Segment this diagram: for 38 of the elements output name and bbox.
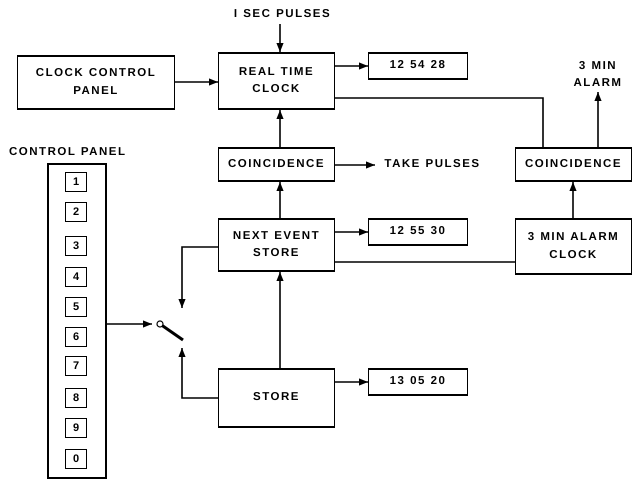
arrow bbox=[178, 348, 218, 399]
arrow bbox=[335, 161, 375, 169]
arrow bbox=[178, 246, 218, 308]
key-button: 9 bbox=[65, 418, 87, 438]
process-box: COINCIDENCE bbox=[515, 147, 632, 182]
key-button: 8 bbox=[65, 388, 87, 408]
arrow bbox=[335, 62, 368, 70]
key-button: 7 bbox=[65, 356, 87, 376]
signal-label: TAKE PULSES bbox=[384, 157, 481, 172]
key-button: 0 bbox=[65, 449, 87, 469]
arrow bbox=[276, 272, 284, 368]
process-box: 3 MIN ALARM CLOCK bbox=[515, 218, 632, 275]
process-box: STORE bbox=[218, 368, 335, 428]
process-box: NEXT EVENT STORE bbox=[218, 218, 335, 272]
panel-heading: CONTROL PANEL bbox=[9, 145, 126, 160]
arrow bbox=[276, 24, 284, 52]
key-button: 4 bbox=[65, 267, 87, 287]
process-box: CLOCK CONTROL PANEL bbox=[17, 55, 175, 110]
key-button: 3 bbox=[65, 236, 87, 256]
key-button: 1 bbox=[65, 172, 87, 192]
process-box: 12 54 28 bbox=[368, 52, 468, 80]
arrow bbox=[175, 78, 218, 86]
arrow bbox=[569, 182, 577, 218]
arrow bbox=[335, 378, 368, 386]
arrow bbox=[594, 92, 602, 147]
key-button: 6 bbox=[65, 327, 87, 347]
process-box: 12 55 30 bbox=[368, 218, 468, 246]
process-box: COINCIDENCE bbox=[218, 147, 335, 182]
arrow bbox=[276, 110, 284, 147]
key-button: 2 bbox=[65, 202, 87, 222]
arrow bbox=[276, 182, 284, 218]
process-box: REAL TIME CLOCK bbox=[218, 52, 335, 110]
arrow bbox=[107, 320, 152, 328]
key-button: 5 bbox=[65, 297, 87, 317]
arrow bbox=[335, 228, 368, 236]
signal-label: 3 MIN ALARM bbox=[572, 58, 624, 91]
process-box: 13 05 20 bbox=[368, 368, 468, 396]
signal-label: I SEC PULSES bbox=[234, 7, 332, 22]
